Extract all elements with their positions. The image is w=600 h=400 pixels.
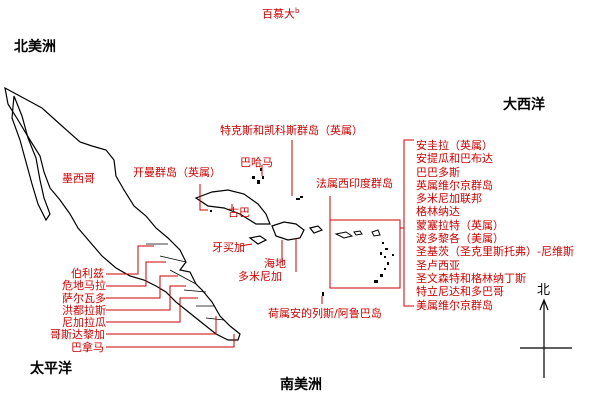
mainland-outline — [4, 86, 241, 341]
jamaica-label: 牙买加 — [212, 241, 245, 254]
inset-dots — [374, 242, 394, 283]
central-america-item: 巴拿马 — [71, 340, 104, 354]
islands-list-item: 多米尼加联邦 — [416, 192, 482, 206]
dominican-label: 多米尼加 — [238, 270, 282, 283]
central-america-item: 伯利兹 — [71, 267, 104, 280]
country-borders — [146, 243, 225, 321]
mexico-label: 墨西哥 — [62, 172, 95, 185]
islands-list-item: 美属维尔京群岛 — [416, 298, 493, 312]
south-america-label: 南美洲 — [280, 377, 322, 393]
islands-list-item: 蒙塞拉特（英属） — [416, 218, 504, 232]
puerto-rico-outline — [308, 225, 324, 234]
compass-north-label: 北 — [537, 283, 551, 298]
bahamas-label: 巴哈马 — [240, 156, 273, 169]
islands-list-item: 圣文森特和格林纳丁斯 — [416, 271, 526, 285]
north-america-label: 北美洲 — [14, 39, 56, 55]
cuba-label: 古巴 — [228, 206, 250, 219]
islands-list-item: 圣基茨（圣克里斯托弗）-尼维斯 — [416, 245, 574, 259]
islands-list-item: 波多黎各（美属） — [416, 232, 504, 246]
central-america-item: 洪都拉斯 — [62, 303, 106, 317]
islands-list-item: 特立尼达和多巴哥 — [416, 285, 504, 299]
haiti-label: 海地 — [264, 257, 286, 270]
antilles-islands — [322, 292, 324, 296]
bermuda-label-text: 百慕大 — [262, 7, 295, 21]
islands-list: 安圭拉（英属） 安提瓜和巴布达 巴巴多斯 英属维尔京群岛 多米尼加联邦 格林纳达… — [416, 139, 574, 312]
pacific-label: 太平洋 — [30, 361, 72, 377]
atlantic-label: 大西洋 — [503, 97, 545, 113]
central-america-item: 哥斯达黎加 — [50, 328, 105, 342]
antilles-label: 荷属安的列斯/阿鲁巴岛 — [268, 307, 382, 320]
central-america-item: 危地马拉 — [62, 279, 106, 293]
islands-list-item: 圣卢西亚 — [416, 258, 460, 272]
central-america-item: 尼加拉瓜 — [62, 316, 106, 330]
cayman-islands — [210, 210, 212, 212]
leader-lines — [106, 139, 414, 348]
west-indies-label: 法属西印度群岛 — [316, 177, 393, 190]
islands-list-item: 格林纳达 — [416, 205, 460, 219]
jamaica-outline — [248, 235, 268, 245]
islands-list-item: 安提瓜和巴布达 — [416, 152, 493, 166]
islands-list-item: 巴巴多斯 — [416, 165, 460, 179]
compass-arrow — [520, 298, 572, 378]
baja-outline — [11, 95, 51, 222]
central-america-list: 伯利兹 危地马拉 萨尔瓦多 洪都拉斯 尼加拉瓜 哥斯达黎加 巴拿马 — [50, 267, 106, 354]
islands-list-item: 英属维尔京群岛 — [416, 178, 493, 192]
cuba-outline — [194, 189, 271, 225]
inset-box — [329, 219, 401, 289]
hispaniola-outline — [271, 221, 305, 241]
islands-list-item: 安圭拉（英属） — [416, 139, 493, 152]
inset-islands — [334, 229, 381, 239]
turks-label: 特克斯和凯科斯群岛（英属） — [220, 124, 363, 137]
cayman-label: 开曼群岛（英属） — [133, 166, 221, 179]
bermuda-label: 百慕大b — [262, 8, 299, 20]
central-america-item: 萨尔瓦多 — [62, 291, 106, 305]
bahamas-islands — [252, 168, 303, 200]
bermuda-mark: b — [295, 7, 300, 15]
